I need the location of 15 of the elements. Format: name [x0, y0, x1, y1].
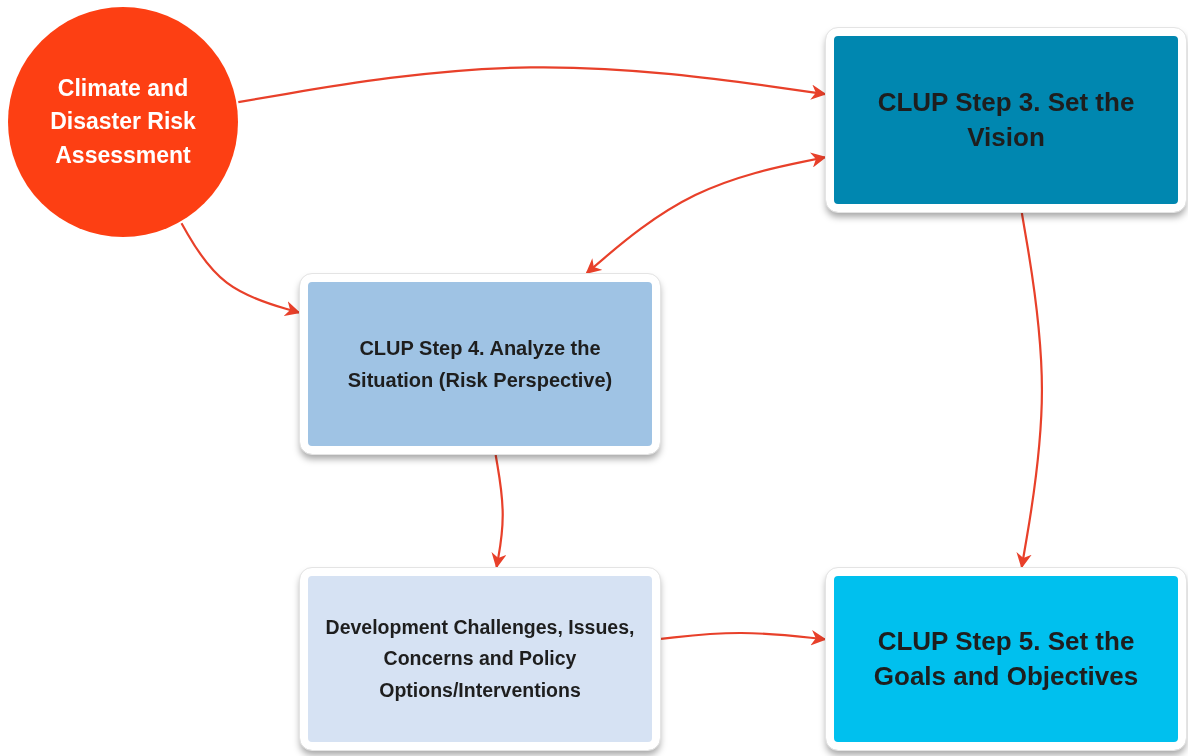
arrow — [1016, 212, 1044, 569]
node-text: Development Challenges, Issues, Concerns and Policy Options/Interventions — [324, 615, 636, 703]
arrow — [660, 630, 827, 646]
node-text: Climate and Disaster Risk Assessment — [49, 74, 197, 170]
arrow — [585, 152, 827, 274]
node-text: CLUP Step 4. Analyze the Situation (Risk Perspective) — [346, 336, 614, 393]
arrow — [238, 66, 827, 104]
process-box — [300, 274, 660, 454]
node-text: CLUP Step 3. Set the Vision — [876, 85, 1136, 154]
process-box — [826, 568, 1186, 750]
node-text: CLUP Step 5. Set the Goals and Objectives — [872, 624, 1140, 693]
process-box — [300, 568, 660, 750]
process-box — [826, 28, 1186, 212]
arrow — [491, 454, 507, 569]
arrow — [180, 222, 301, 317]
